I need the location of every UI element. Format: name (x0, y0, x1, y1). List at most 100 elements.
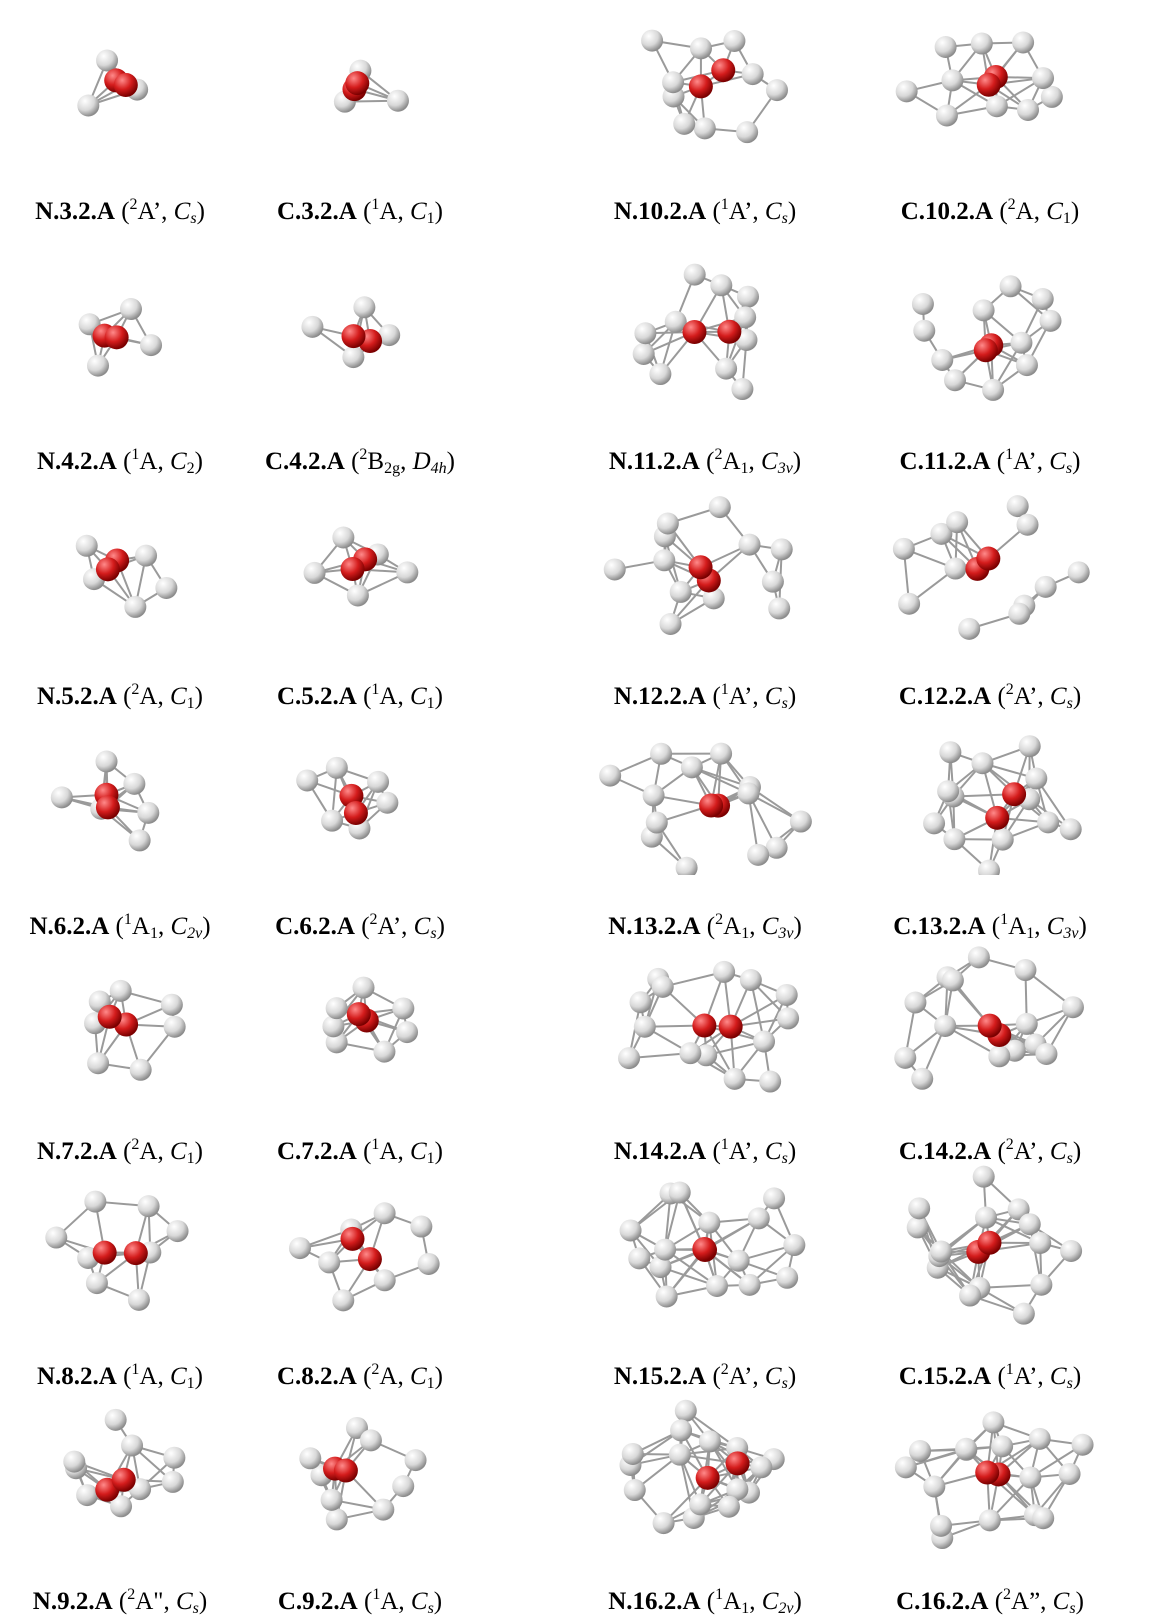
metal-atom (1016, 1013, 1038, 1035)
point-group-subscript: 2 (187, 460, 195, 477)
cluster-structure-image (870, 940, 1110, 1100)
metal-atom (1019, 735, 1041, 757)
metal-atom (747, 844, 769, 866)
metal-atom (633, 343, 655, 365)
structure-label: C.3.2.A (1A, C1) (240, 190, 480, 234)
point-group-subscript: s (193, 1600, 199, 1617)
metal-atom (87, 1052, 109, 1074)
metal-atom (96, 750, 118, 772)
structure-id: C.10.2.A (901, 198, 993, 225)
electronic-state: A (379, 198, 397, 225)
structure-label: C.16.2.A (2A”, Cs) (870, 1580, 1110, 1624)
cluster-structure-image (585, 250, 825, 410)
structure-cell: C.7.2.A (1A, C1) (240, 940, 480, 1140)
metal-atom (372, 1499, 394, 1521)
cluster-structure-image (870, 1390, 1110, 1550)
structure-label: N.4.2.A (1A, C2) (0, 440, 240, 484)
metal-atom (376, 792, 398, 814)
oxygen-atom (978, 1014, 1002, 1038)
metal-atom (763, 1187, 785, 1209)
metal-atom (163, 1447, 185, 1469)
electronic-state: A (139, 1138, 157, 1165)
structure-label: N.3.2.A (2A’, Cs) (0, 190, 240, 234)
electronic-state: A (379, 1363, 397, 1390)
structure-cell: N.14.2.A (1A’, Cs) (585, 940, 825, 1140)
metal-atom (690, 37, 712, 59)
cluster-structure-image (585, 1165, 825, 1325)
metal-atom (110, 980, 132, 1002)
metal-atom (768, 597, 790, 619)
point-group: C (765, 683, 782, 710)
structure-cell: C.16.2.A (2A”, Cs) (870, 1390, 1110, 1590)
metal-atom (86, 1272, 108, 1294)
spin-multiplicity: 1 (721, 681, 729, 698)
oxygen-atom (974, 338, 998, 362)
spin-multiplicity: 2 (721, 1361, 729, 1378)
metal-atom (657, 512, 679, 534)
metal-atom (750, 1456, 772, 1478)
point-group: C (174, 198, 191, 225)
metal-atom (405, 1449, 427, 1471)
metal-atom (992, 829, 1014, 851)
structure-label: C.9.2.A (1A, Cs) (240, 1580, 480, 1624)
metal-atom (84, 1191, 106, 1213)
cluster-structure-image (870, 715, 1110, 875)
structure-cell: N.6.2.A (1A1, C2v) (0, 715, 240, 915)
oxygen-atom (347, 1002, 371, 1026)
electronic-state: B2g (367, 448, 400, 475)
metal-atom (1019, 1213, 1041, 1235)
structure-id: N.9.2.A (33, 1588, 113, 1615)
structure-id: N.5.2.A (37, 683, 117, 710)
structure-id: C.14.2.A (899, 1138, 991, 1165)
metal-atom (971, 33, 993, 55)
electronic-state: A’ (729, 1138, 753, 1165)
metal-atom (941, 69, 963, 91)
metal-atom (776, 1267, 798, 1289)
structure-id: N.16.2.A (608, 1588, 700, 1615)
structure-label: C.4.2.A (2B2g, D4h) (240, 440, 480, 484)
metal-atom (955, 1438, 977, 1460)
metal-atom (1007, 495, 1029, 517)
metal-atom (326, 757, 348, 779)
metal-atom (930, 1515, 952, 1537)
structure-id: C.8.2.A (277, 1363, 357, 1390)
metal-atom (739, 1274, 761, 1296)
oxygen-atom (692, 1014, 716, 1038)
metal-atom (296, 769, 318, 791)
metal-atom (748, 1207, 770, 1229)
metal-atom (1060, 818, 1082, 840)
oxygen-atom (96, 795, 120, 819)
spin-multiplicity: 1 (721, 196, 729, 213)
metal-atom (599, 765, 621, 787)
metal-atom (646, 812, 668, 834)
structure-cell: N.7.2.A (2A, C1) (0, 940, 240, 1140)
cluster-structure-image (585, 0, 825, 160)
metal-atom (698, 1212, 720, 1234)
structure-id: C.6.2.A (275, 913, 355, 940)
point-group-subscript: 4h (431, 460, 447, 477)
metal-atom (628, 1247, 650, 1269)
structure-id: C.12.2.A (899, 683, 991, 710)
spin-multiplicity: 1 (1005, 446, 1013, 463)
metal-atom (353, 296, 375, 318)
metal-atom (332, 1289, 354, 1311)
structure-id: N.8.2.A (37, 1363, 117, 1390)
structure-cell: N.4.2.A (1A, C2) (0, 250, 240, 450)
electronic-state: A" (135, 1588, 163, 1615)
oxygen-atom (726, 1451, 750, 1475)
cluster-structure-image (0, 940, 240, 1100)
metal-atom (986, 95, 1008, 117)
structure-cell: N.3.2.A (2A’, Cs) (0, 0, 240, 200)
structure-label: N.16.2.A (1A1, C2v) (585, 1580, 825, 1624)
spin-multiplicity: 2 (370, 911, 378, 928)
oxygen-atom (96, 557, 120, 581)
metal-atom (304, 562, 326, 584)
metal-atom (958, 618, 980, 640)
oxygen-atom (334, 1459, 358, 1483)
structure-cell: N.11.2.A (2A1, C3v) (585, 250, 825, 450)
cluster-structure-image (0, 250, 240, 410)
metal-atom (1068, 561, 1090, 583)
metal-atom (790, 811, 812, 833)
point-group-subscript: 1 (427, 695, 435, 712)
oxygen-atom (340, 1227, 364, 1251)
